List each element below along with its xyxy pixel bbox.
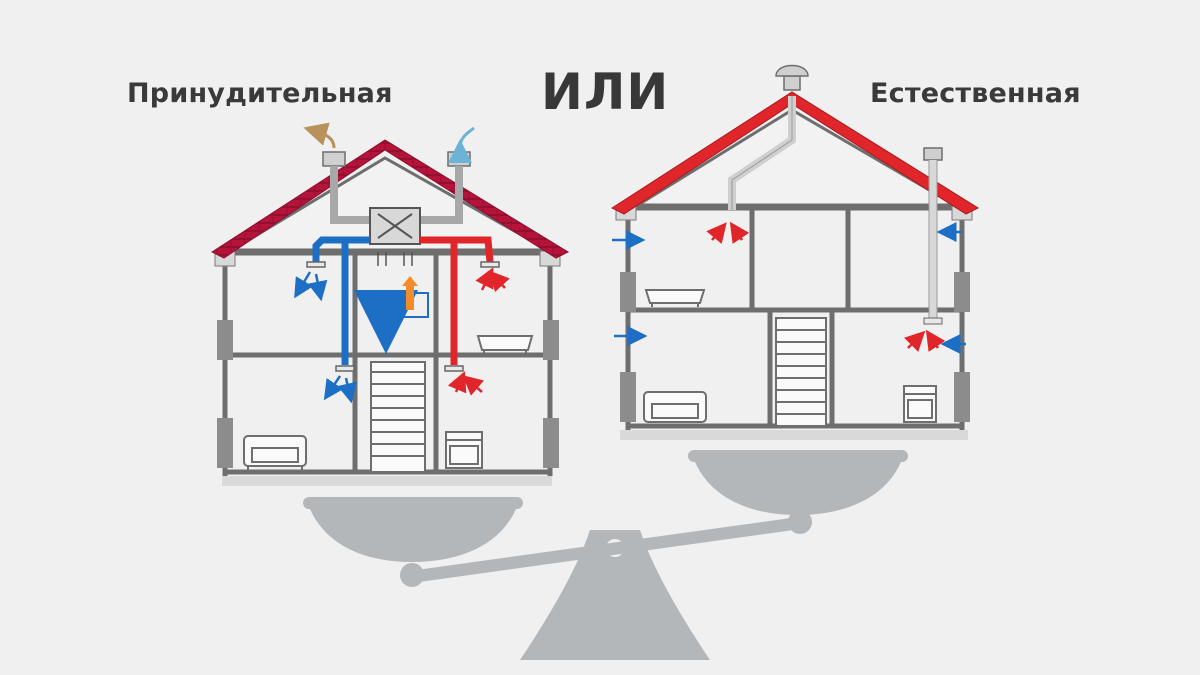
bathtub-icon [644, 289, 706, 307]
forced-ventilation-title: Принудительная [127, 78, 393, 109]
scale-pan-left-rim [303, 497, 523, 509]
air-flow-arrow-icon [447, 267, 510, 396]
stairs-icon [775, 317, 827, 427]
roof-vent-cap-icon [775, 64, 809, 91]
roof-right-house [610, 91, 980, 215]
scale-pivot-right [788, 510, 812, 534]
natural-ventilation-title: Естественная [870, 78, 1081, 109]
sofa-icon [243, 435, 307, 470]
scale-pivot-left [400, 563, 424, 587]
scale-pan-left [310, 509, 516, 562]
scale-pan-right-rim [688, 450, 908, 462]
heat-exchange-arrows [354, 276, 429, 354]
air-flow-arrow-icon [706, 221, 946, 352]
stove-icon [903, 385, 937, 423]
foundation [222, 476, 552, 486]
roof-left-house [210, 139, 570, 259]
stove-icon [445, 431, 483, 469]
sofa-icon [643, 391, 707, 423]
natural-ventilation-house [610, 64, 980, 440]
foundation [620, 430, 968, 440]
forced-ventilation-house [210, 122, 570, 486]
roof-vent-cap-icon [923, 147, 943, 161]
or-label: ИЛИ [541, 63, 670, 121]
heat-recovery-unit-icon [369, 207, 421, 266]
air-flow-arrow-icon [447, 126, 475, 164]
balance-scale-icon [303, 450, 908, 660]
air-flow-arrow-icon [303, 122, 336, 149]
scale-beam [402, 516, 808, 584]
scale-pan-right [695, 462, 901, 515]
stairs-icon [370, 361, 426, 473]
air-flow-arrow-icon [612, 222, 966, 354]
air-flow-arrow-icon [294, 271, 358, 404]
scale-base [520, 530, 710, 660]
bathtub-icon [476, 335, 534, 354]
